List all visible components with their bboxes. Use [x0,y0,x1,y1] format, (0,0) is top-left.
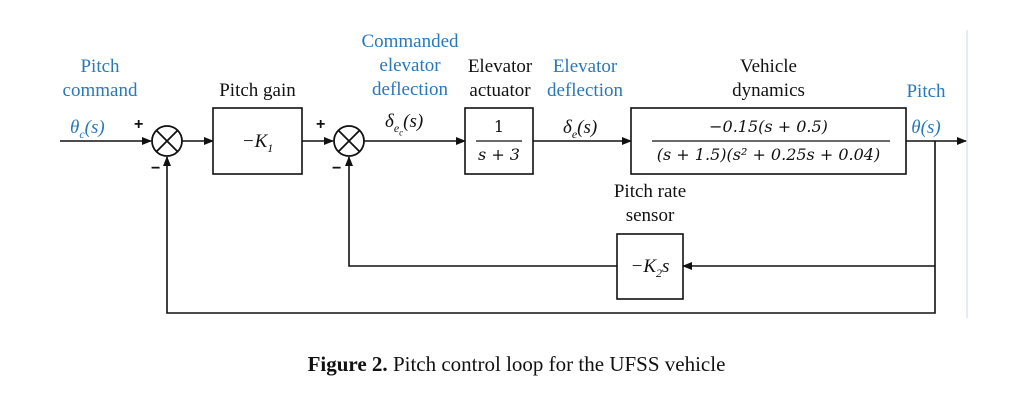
sum1-plus-sign: + [134,116,144,133]
figure-caption: Figure 2. Pitch control loop for the UFS… [0,352,1033,377]
elevator-deflection-label: Elevator deflection [547,56,623,101]
elevator-actuator-title: Elevator actuator [467,56,533,101]
vehicle-dynamics-title: Vehicle dynamics [732,56,805,101]
pitch-gain-value: −K1 [241,131,274,155]
inner-feedback-path [345,156,617,267]
commanded-elevator-deflection-label: Commanded elevator deflection [361,31,459,100]
pitch-command-symbol: θc(s) [70,117,105,141]
outer-feedback-path [163,141,936,314]
pitch-command-label: Pitch command [62,56,138,101]
pitch-rate-sensor-title: Pitch rate sensor [613,181,687,226]
caption-figure-number: Figure 2. [307,352,388,376]
elevator-actuator-denominator: s + 3 [478,145,520,164]
commanded-deflection-symbol: δec(s) [385,111,424,138]
pitch-output-label: Pitch [906,81,946,102]
vehicle-dynamics-numerator: −0.15(s + 0.5) [709,117,828,136]
vehicle-dynamics-denominator: (s + 1.5)(s² + 0.25s + 0.04) [656,145,881,164]
pitch-rate-sensor-block [616,233,684,300]
elevator-actuator-numerator: 1 [493,117,505,136]
caption-text: Pitch control loop for the UFSS vehicle [387,352,726,376]
elevator-deflection-symbol: δe(s) [563,117,598,141]
sum2-minus-sign: − [332,160,342,177]
pitch-rate-sensor-value: −K2s [630,256,670,280]
sum2-plus-sign: + [316,116,326,133]
pitch-gain-title: Pitch gain [219,80,296,101]
sum1-minus-sign: − [151,160,161,177]
pitch-output-symbol: θ(s) [911,117,941,138]
pitch-gain-block [212,107,303,175]
